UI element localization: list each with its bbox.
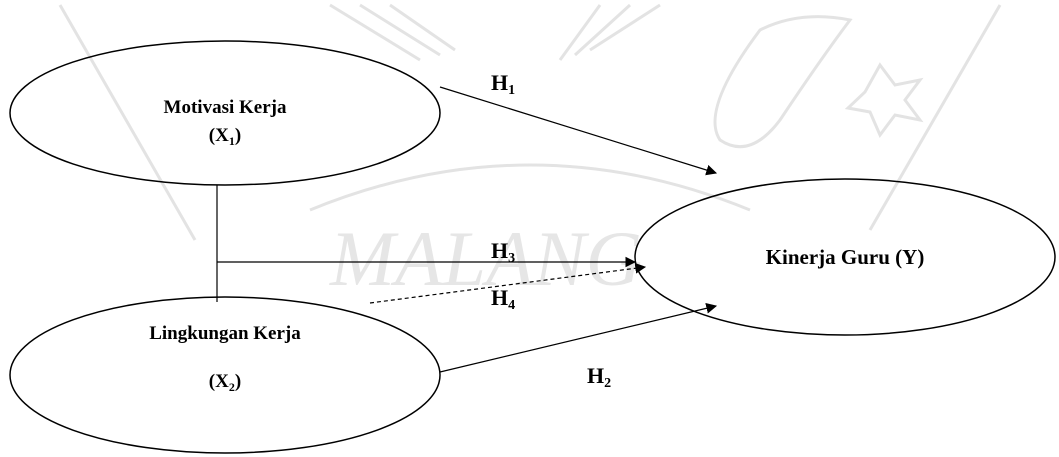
- node-x1-title: Motivasi Kerja: [164, 97, 287, 118]
- hypothesis-h3-label: H3: [491, 238, 515, 266]
- hypothesis-h1-label: H1: [491, 70, 515, 98]
- watermark-seal: MALANG: [58, 3, 1002, 302]
- hypothesis-h4-label: H4: [491, 285, 515, 313]
- node-x2-ellipse: [9, 296, 441, 454]
- node-x1-symbol: (X1): [209, 125, 241, 148]
- hypothesis-h2-label: H2: [587, 363, 611, 391]
- arrow-h1: [439, 86, 718, 176]
- arrow-h4: [369, 262, 647, 304]
- node-y-title: Kinerja Guru (Y): [766, 245, 925, 269]
- node-x2-title: Lingkungan Kerja: [149, 323, 301, 344]
- watermark-text: MALANG: [329, 215, 642, 302]
- arrow-h2: [439, 303, 718, 373]
- node-x1-ellipse: [9, 40, 441, 186]
- node-x2-symbol: (X2): [209, 371, 241, 394]
